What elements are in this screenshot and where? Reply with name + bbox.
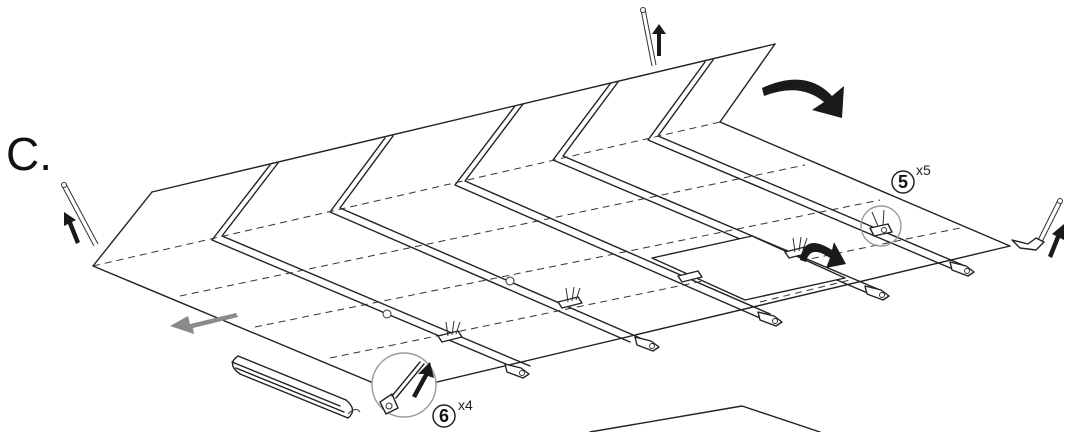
pin-top — [640, 7, 666, 67]
pull-arrow-icon — [412, 362, 434, 398]
clip-icon — [757, 311, 783, 327]
panel-ridges — [211, 59, 966, 371]
next-panel-outline — [589, 405, 821, 432]
callout-5-number: 5 — [898, 172, 908, 192]
detail-circle-5 — [860, 205, 902, 247]
mat-outline — [92, 43, 1011, 393]
slide-arrow-icon — [170, 313, 238, 334]
fasteners — [382, 236, 810, 343]
clip-icon — [634, 336, 660, 352]
pin-icon — [61, 182, 99, 247]
pin-icon — [640, 7, 657, 67]
fold-arrow-icon — [800, 242, 846, 268]
clip-icon — [864, 285, 890, 301]
step-letter: C. — [6, 128, 52, 180]
clips — [504, 261, 975, 379]
rolled-mat-icon — [231, 355, 361, 419]
callout-6-quantity: x4 — [458, 397, 473, 413]
fold-lines — [92, 121, 961, 359]
callout-5: 5 x5 — [891, 162, 931, 194]
callout-5-quantity: x5 — [916, 162, 931, 178]
pull-arrow-icon — [1048, 224, 1064, 258]
detail-circle-6 — [371, 352, 437, 418]
clip-icon — [504, 363, 530, 379]
pull-arrow-icon — [64, 212, 80, 244]
clip-icon — [949, 261, 975, 277]
pin-icon — [1035, 198, 1063, 247]
clip-icon — [1011, 237, 1045, 251]
callout-6-number: 6 — [439, 406, 449, 426]
pull-arrow-icon — [652, 24, 666, 56]
pin-right — [1011, 198, 1064, 258]
pin-left — [61, 182, 99, 247]
callout-6: 6 x4 — [432, 397, 473, 428]
fold-arrow-icon — [762, 79, 844, 118]
raised-panel — [651, 235, 846, 301]
